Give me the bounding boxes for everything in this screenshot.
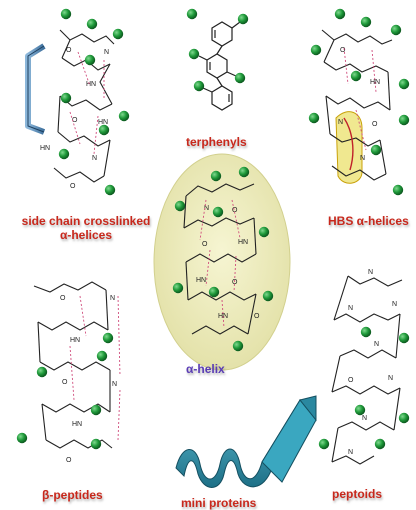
mini-protein-ribbon: [175, 395, 317, 488]
svg-text:HN: HN: [70, 337, 80, 344]
svg-text:N: N: [204, 205, 209, 212]
svg-text:O: O: [372, 121, 378, 128]
svg-text:O: O: [66, 457, 72, 464]
peptoid-structure: N N N N O N N N: [331, 269, 403, 465]
svg-text:N: N: [112, 381, 117, 388]
svg-text:HN: HN: [40, 145, 50, 152]
label-peptoids: peptoids: [332, 487, 382, 501]
svg-text:N: N: [338, 119, 343, 126]
crosslink-bridge: [25, 43, 46, 135]
svg-text:N: N: [104, 49, 109, 56]
svg-text:N: N: [348, 305, 353, 312]
crosslinked-helix-structure: O N HN O HN HN N O: [40, 29, 115, 190]
svg-text:HN: HN: [196, 277, 206, 284]
crosslinked-hbonds: [69, 51, 105, 155]
label-alpha-helix: α-helix: [186, 362, 225, 376]
svg-text:N: N: [110, 295, 115, 302]
svg-text:O: O: [254, 313, 260, 320]
crosslinked-side-chains: [58, 8, 130, 196]
svg-text:N: N: [368, 269, 373, 276]
svg-text:O: O: [348, 377, 354, 384]
alpha-helix-hbonds: [199, 199, 241, 329]
svg-text:HN: HN: [72, 421, 82, 428]
svg-text:HN: HN: [98, 119, 108, 126]
svg-text:O: O: [232, 207, 238, 214]
svg-text:N: N: [392, 301, 397, 308]
beta-peptide-side-chains: [16, 332, 114, 450]
label-mini-proteins: mini proteins: [181, 496, 257, 510]
label-beta-peptides: β-peptides: [42, 488, 103, 502]
label-side-chain-crosslinked: side chain crosslinked α-helices: [6, 214, 166, 242]
label-hbs-helices: HBS α-helices: [328, 214, 409, 228]
beta-peptide-structure: O N HN O N HN O: [33, 281, 117, 464]
svg-text:O: O: [232, 279, 238, 286]
svg-text:O: O: [202, 241, 208, 248]
label-side-chain-line2: α-helices: [59, 228, 113, 242]
svg-text:O: O: [60, 295, 66, 302]
svg-text:N: N: [388, 375, 393, 382]
svg-text:O: O: [62, 379, 68, 386]
svg-text:O: O: [72, 117, 78, 124]
svg-text:HN: HN: [86, 81, 96, 88]
svg-text:O: O: [70, 183, 76, 190]
label-side-chain-line1: side chain crosslinked: [21, 214, 151, 228]
svg-text:HN: HN: [238, 239, 248, 246]
hbs-hbonds: [343, 47, 377, 151]
label-terphenyls: terphenyls: [186, 135, 247, 149]
svg-text:O: O: [340, 47, 346, 54]
beta-peptide-hbonds: [69, 295, 121, 441]
svg-text:N: N: [360, 155, 365, 162]
helix-highlight-ellipse: [153, 153, 291, 371]
terphenyl-structure: [198, 21, 241, 111]
svg-text:O: O: [66, 47, 72, 54]
svg-text:N: N: [348, 449, 353, 456]
svg-text:N: N: [374, 341, 379, 348]
svg-text:N: N: [92, 155, 97, 162]
svg-text:N: N: [362, 415, 367, 422]
